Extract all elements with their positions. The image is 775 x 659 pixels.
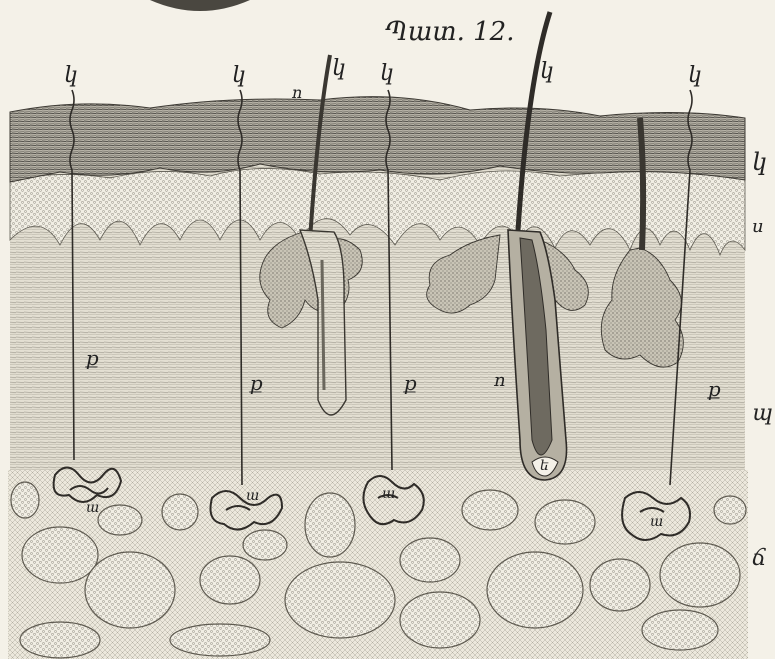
label-side-epidermis: կ [752,148,767,176]
label-duct-6: կ [688,63,702,88]
figure-caption: Պատ. 12. [385,17,514,47]
label-duct-lower-1: ք [85,346,99,370]
label-side-papillary: ս [752,216,764,237]
label-hair-main: ո [493,370,506,391]
label-side-dermis: պ [752,401,773,426]
label-hair-top: ո [291,83,302,102]
label-duct-4: կ [380,61,394,86]
label-duct-2: կ [232,63,246,88]
label-duct-5: կ [540,59,554,84]
label-duct-lower-3: ք [403,371,417,395]
label-bulb: ե [540,458,549,474]
label-gland-1: ա [86,500,99,516]
gland-duct-right [640,118,643,250]
label-duct-1: կ [64,63,78,88]
label-duct-lower-2: ք [249,371,263,395]
label-duct-lower-4: ք [707,377,721,401]
label-side-fat: ճ [752,546,766,571]
label-duct-3: կ [332,56,346,81]
label-gland-2: ա [246,488,259,504]
label-gland-3: ա [382,486,395,502]
label-gland-4: ա [650,514,663,530]
